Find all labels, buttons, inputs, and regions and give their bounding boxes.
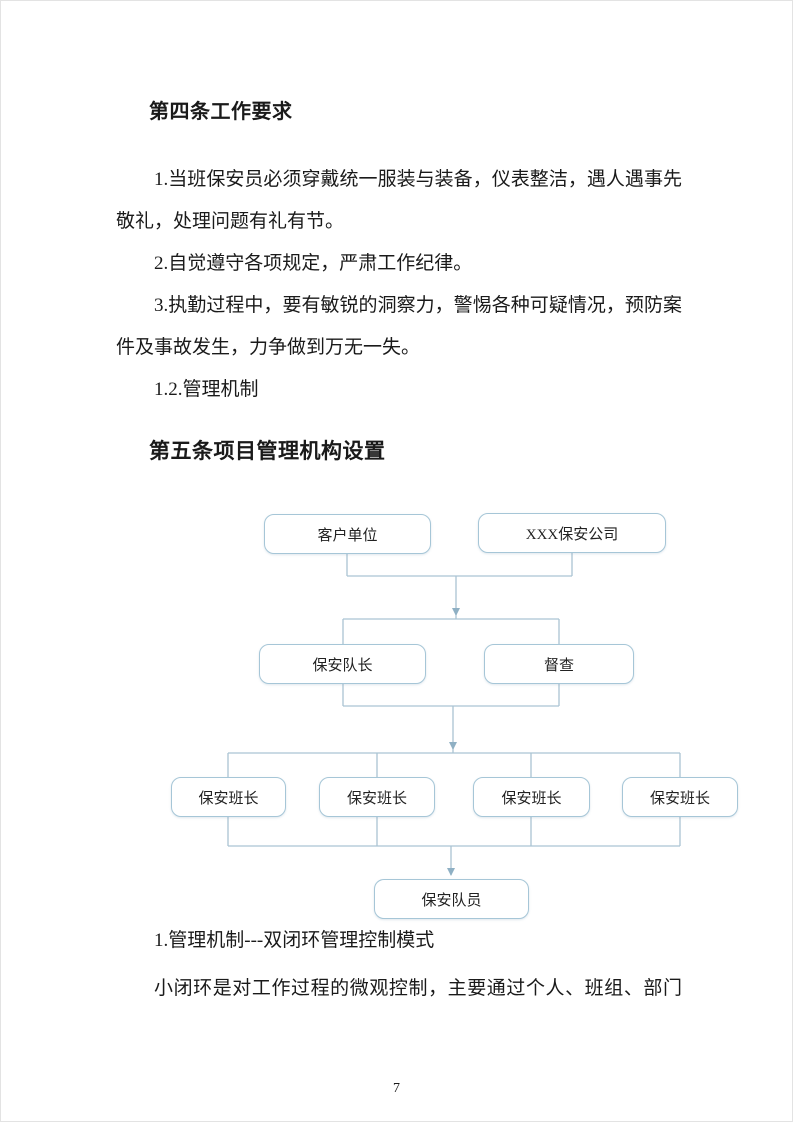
page-number: 7 [393, 1081, 400, 1096]
org-node-inspector: 督查 [484, 644, 634, 684]
org-node-security-company: XXX保安公司 [478, 513, 666, 553]
paragraph-small-loop: 小闭环是对工作过程的微观控制，主要通过个人、班组、部门 [154, 978, 682, 999]
paragraph-dual-loop: 1.管理机制---双闭环管理控制模式 [154, 930, 435, 951]
paragraph-management-mechanism-label: 1.2.管理机制 [154, 379, 259, 400]
org-node-squad-leader-1: 保安班长 [171, 777, 286, 817]
org-node-squad-leader-3: 保安班长 [473, 777, 590, 817]
org-node-team-leader: 保安队长 [259, 644, 426, 684]
article5-heading: 第五条项目管理机构设置 [149, 439, 386, 463]
paragraph-vigilance: 3.执勤过程中，要有敏锐的洞察力，警惕各种可疑情况，预防案件及事故发生，力争做到… [116, 295, 682, 358]
org-node-client: 客户单位 [264, 514, 431, 554]
org-node-squad-leader-4: 保安班长 [622, 777, 738, 817]
article4-body: 1.当班保安员必须穿戴统一服装与装备，仪表整洁，遇人遇事先敬礼，处理问题有礼有节… [116, 159, 682, 411]
org-node-team-member: 保安队员 [374, 879, 529, 919]
after-chart-body: 1.管理机制---双闭环管理控制模式 小闭环是对工作过程的微观控制，主要通过个人… [116, 917, 682, 1013]
paragraph-dress-code: 1.当班保安员必须穿戴统一服装与装备，仪表整洁，遇人遇事先敬礼，处理问题有礼有节… [116, 169, 682, 232]
org-node-squad-leader-2: 保安班长 [319, 777, 435, 817]
org-chart-connectors [227, 553, 681, 876]
article4-heading: 第四条工作要求 [149, 101, 293, 123]
org-chart: 客户单位 XXX保安公司 保安队长 督查 保安班长 保安班长 保安班长 保安班长… [1, 506, 792, 931]
paragraph-discipline: 2.自觉遵守各项规定，严肃工作纪律。 [154, 253, 473, 274]
